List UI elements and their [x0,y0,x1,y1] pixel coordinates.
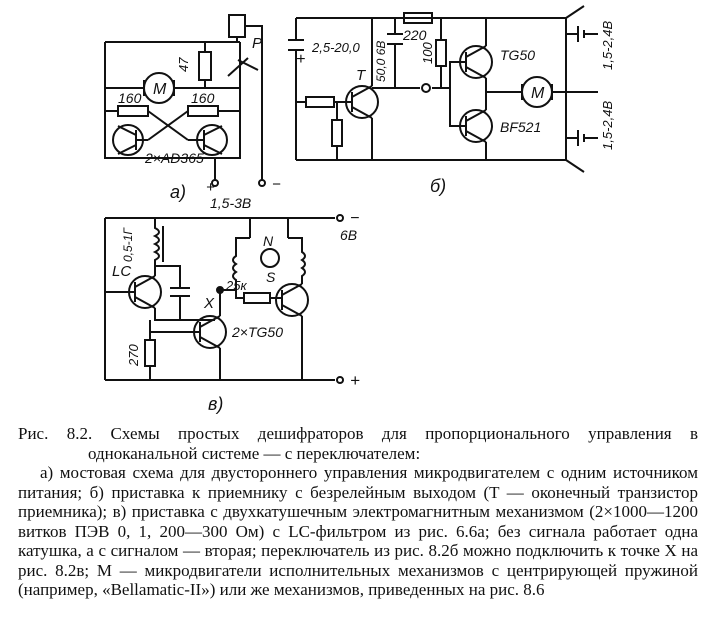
n-label: N [263,233,274,249]
motor-b-label: M [531,85,545,102]
caption-heading: Рис. 8.2. Схемы простых дешифраторов для… [18,424,698,463]
transistor-top-label: TG50 [500,47,535,63]
terminal-plus [336,376,344,384]
transistor-a-label: 2×AD365 [144,150,204,166]
plus-c: + [350,371,360,390]
minus-c: − [350,210,359,227]
panel-a-label: а) [170,182,186,202]
relay-contact [227,42,259,77]
x-label: X [203,295,215,312]
transistor-T-label: T [356,67,367,84]
coil-right [288,237,306,284]
battery-bottom [566,130,598,146]
plus-b: + [296,51,305,68]
magnet [260,248,280,268]
cap2-label: 50,0 6В [374,41,388,82]
transistor-c-label: 2×TG50 [231,324,283,340]
cap1-label: 2,5-20,0 [311,40,360,55]
resistor-270 [144,339,156,367]
circuit-c [104,214,344,384]
terminal-6v [336,214,344,222]
circuit-a [104,14,266,187]
plus-a: + [206,179,215,196]
battery-top [566,26,598,42]
lc-label: LC [112,263,131,280]
coil-label: 0,5-1Г [121,227,135,262]
panel-b-label: б) [430,176,446,196]
resistor-47-label: 47 [176,57,191,72]
resistor-25k [243,292,271,304]
circuit-a-labels: P 47 M 160 160 2×AD365 а) + − 1,5-3В [118,35,281,211]
circuit-c-labels: 0,5-1Г LC X N S 25к 2×TG50 270 6В − + в) [112,210,360,414]
battery-bottom-label: 1,5-2,4В [600,101,615,150]
minus-a: − [272,176,281,193]
schematic-diagram: P 47 M 160 160 2×AD365 а) + − 1,5-3В [104,5,615,414]
battery-top-label: 1,5-2,4В [600,21,615,70]
resistor-47 [198,51,212,81]
voltage-6v-label: 6В [340,227,357,243]
voltage-a-label: 1,5-3В [210,195,251,211]
transistor-bottom-label: BF521 [500,119,541,135]
resistor-270-label: 270 [126,344,141,367]
cap-2-5-20 [288,39,304,51]
resistor-100 [435,39,447,67]
motor-a-label: M [153,81,167,98]
resistor-160-right-label: 160 [191,90,215,106]
relay-coil [228,14,246,38]
resistor-220 [403,12,433,24]
circuit-b [288,5,598,173]
transistor-T [345,85,379,119]
resistor-220-label: 220 [402,27,427,43]
panel-c-label: в) [208,394,223,414]
relay-label: P [252,35,262,52]
resistor-b-base [305,96,335,108]
junction-phi [421,83,431,93]
transistor-tg50-c [275,283,309,317]
circuit-b-labels: 2,5-20,0 50,0 6В 220 100 T TG50 BF521 M … [296,21,615,196]
coil-left [232,237,250,290]
resistor-160-left-label: 160 [118,90,142,106]
resistor-160-right [187,105,219,117]
figure-caption: Рис. 8.2. Схемы простых дешифраторов для… [18,424,698,600]
resistor-100-label: 100 [420,42,435,64]
caption-body: а) мостовая схема для двустороннего упра… [18,463,698,599]
coil-0-5-1g [152,218,160,266]
resistor-160-left [117,105,149,117]
s-label: S [266,269,276,285]
resistor-25k-label: 25к [225,278,247,293]
